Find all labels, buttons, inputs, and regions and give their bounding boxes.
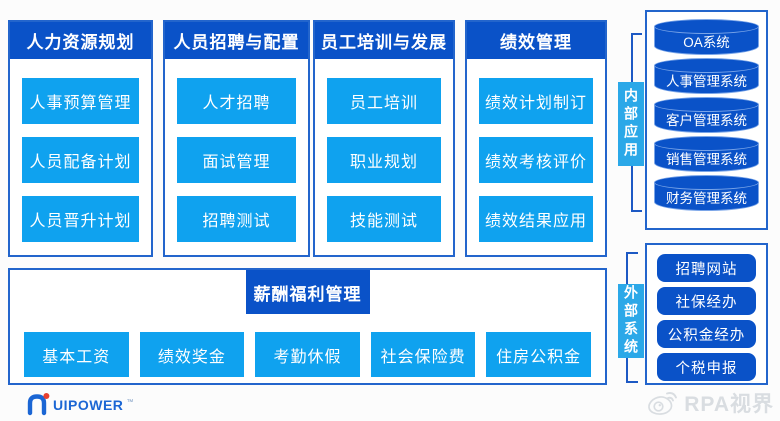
external-systems-tab: 外部系统 — [618, 284, 644, 358]
column-items: 绩效计划制订 绩效考核评价 绩效结果应用 — [467, 59, 605, 242]
compensation-header: 薪酬福利管理 — [245, 270, 370, 314]
internal-apps-tab: 内部应用 — [618, 82, 644, 166]
logo-n-icon — [26, 392, 50, 416]
module-item: 住房公积金 — [486, 332, 591, 377]
system-label: 客户管理系统 — [666, 112, 747, 128]
logo-text: UIPOWER — [53, 397, 124, 413]
module-item: 职业规划 — [327, 137, 441, 183]
system-label: 财务管理系统 — [666, 190, 747, 206]
module-item: 绩效计划制订 — [479, 78, 593, 124]
module-item: 绩效奖金 — [139, 332, 245, 377]
external-item: 社保经办 — [657, 287, 756, 315]
column-training: 员工培训与发展 员工培训 职业规划 技能测试 — [313, 20, 455, 257]
module-item: 基本工资 — [24, 332, 129, 377]
column-header: 绩效管理 — [467, 22, 605, 59]
module-item: 人事预算管理 — [22, 78, 139, 124]
logo-trademark: ™ — [126, 399, 134, 406]
system-cylinder: 人事管理系统 — [654, 58, 759, 94]
module-item: 招聘测试 — [177, 196, 296, 242]
system-cylinder: 客户管理系统 — [654, 97, 759, 133]
weibo-icon — [647, 389, 679, 417]
system-label: OA系统 — [683, 34, 730, 50]
system-label: 销售管理系统 — [666, 151, 747, 167]
column-performance: 绩效管理 绩效计划制订 绩效考核评价 绩效结果应用 — [465, 20, 607, 257]
column-header: 人力资源规划 — [10, 22, 151, 59]
module-item: 考勤休假 — [255, 332, 360, 377]
module-item: 人员配备计划 — [22, 137, 139, 183]
watermark-rpa: RPA视界 — [647, 388, 774, 418]
module-item: 员工培训 — [327, 78, 441, 124]
module-item: 社会保险费 — [370, 332, 476, 377]
compensation-section: 薪酬福利管理 基本工资 绩效奖金 考勤休假 社会保险费 住房公积金 — [8, 268, 607, 385]
system-label: 人事管理系统 — [666, 73, 747, 89]
column-hr-planning: 人力资源规划 人事预算管理 人员配备计划 人员晋升计划 — [8, 20, 153, 257]
watermark-text: RPA视界 — [684, 393, 774, 416]
module-item: 面试管理 — [177, 137, 296, 183]
module-item: 技能测试 — [327, 196, 441, 242]
external-item: 公积金经办 — [657, 320, 756, 348]
external-item: 个税申报 — [657, 353, 756, 381]
column-items: 员工培训 职业规划 技能测试 — [315, 59, 453, 242]
module-item: 人员晋升计划 — [22, 196, 139, 242]
column-recruitment: 人员招聘与配置 人才招聘 面试管理 招聘测试 — [163, 20, 310, 257]
module-item: 绩效考核评价 — [479, 137, 593, 183]
internal-systems-panel: OA系统 人事管理系统 客户管理系统 销售管理系统 财务管理系统 — [645, 10, 768, 230]
uipower-logo: UIPOWER ™ — [26, 390, 133, 416]
column-header: 人员招聘与配置 — [165, 22, 308, 59]
system-cylinder: 财务管理系统 — [654, 175, 759, 211]
column-header: 员工培训与发展 — [315, 22, 453, 59]
external-systems-panel: 招聘网站 社保经办 公积金经办 个税申报 — [645, 243, 768, 385]
system-cylinder: OA系统 — [654, 19, 759, 55]
compensation-items: 基本工资 绩效奖金 考勤休假 社会保险费 住房公积金 — [24, 332, 591, 377]
system-cylinder: 销售管理系统 — [654, 136, 759, 172]
module-item: 绩效结果应用 — [479, 196, 593, 242]
external-item: 招聘网站 — [657, 254, 756, 282]
column-items: 人事预算管理 人员配备计划 人员晋升计划 — [10, 59, 151, 242]
column-items: 人才招聘 面试管理 招聘测试 — [165, 59, 308, 242]
module-item: 人才招聘 — [177, 78, 296, 124]
